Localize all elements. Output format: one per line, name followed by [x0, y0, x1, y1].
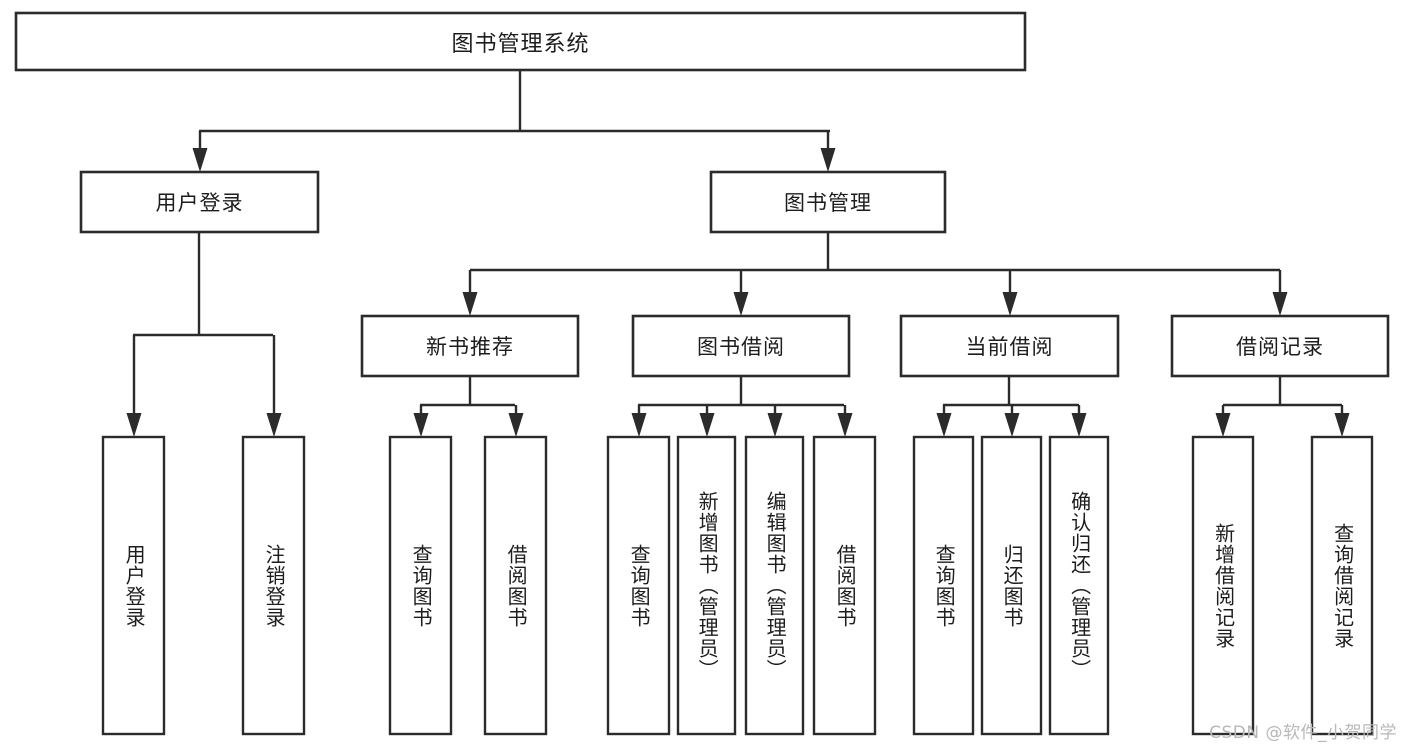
edge-arrow-leaf-return-book-head [1004, 413, 1020, 437]
edge-arrow-leaf-query-book-borrow-head [631, 413, 647, 437]
node-box-new-book-recommend [360, 314, 580, 378]
edge-arrow-leaf-confirm-return-head [1071, 413, 1087, 437]
node-box-leaf-edit-book [744, 435, 805, 736]
node-box-leaf-logout [241, 435, 306, 736]
edge-arrow-leaf-add-record-head [1215, 413, 1231, 437]
node-box-root [14, 11, 1027, 72]
node-box-leaf-query-book-borrow [606, 435, 671, 736]
edge-arrow-new-book-recommend-head [462, 292, 478, 316]
edge-arrow-leaf-borrow-book-recommend-head [508, 413, 524, 437]
edge-arrow-leaf-query-record-head [1334, 413, 1350, 437]
edge-arrow-leaf-user-login-head [126, 413, 142, 437]
edge-arrow-leaf-add-book-head [699, 413, 715, 437]
node-box-leaf-borrow-book-recommend [483, 435, 548, 736]
edge-arrow-leaf-query-book-recommend-head [413, 413, 429, 437]
edge-arrow-book-borrow-head [733, 292, 749, 316]
node-box-book-borrow [631, 314, 851, 378]
edge-arrow-leaf-query-book-current-head [936, 413, 952, 437]
edge-arrow-current-borrow-head [1002, 292, 1018, 316]
edge-arrow-user-login-head [192, 148, 208, 172]
node-box-book-management [709, 170, 947, 234]
node-box-borrow-record [1170, 314, 1390, 378]
node-box-current-borrow [899, 314, 1120, 378]
node-box-user-login [79, 170, 320, 234]
edge-arrow-leaf-logout-head [266, 413, 282, 437]
edge-arrow-leaf-borrow-book-head [837, 413, 853, 437]
node-boxes [14, 11, 1390, 736]
edge-arrow-borrow-record-head [1272, 292, 1288, 316]
connector-lines [126, 70, 1350, 437]
node-box-leaf-confirm-return [1048, 435, 1110, 736]
node-box-leaf-return-book [980, 435, 1043, 736]
node-box-leaf-add-book [676, 435, 737, 736]
node-box-leaf-borrow-book [812, 435, 877, 736]
node-box-leaf-query-book-current [912, 435, 975, 736]
node-box-leaf-query-record [1310, 435, 1374, 736]
node-box-leaf-add-record [1191, 435, 1255, 736]
node-box-leaf-user-login [101, 435, 166, 736]
edge-arrow-book-management-head [820, 148, 836, 172]
node-box-leaf-query-book-recommend [388, 435, 453, 736]
edge-arrow-leaf-edit-book-head [767, 413, 783, 437]
